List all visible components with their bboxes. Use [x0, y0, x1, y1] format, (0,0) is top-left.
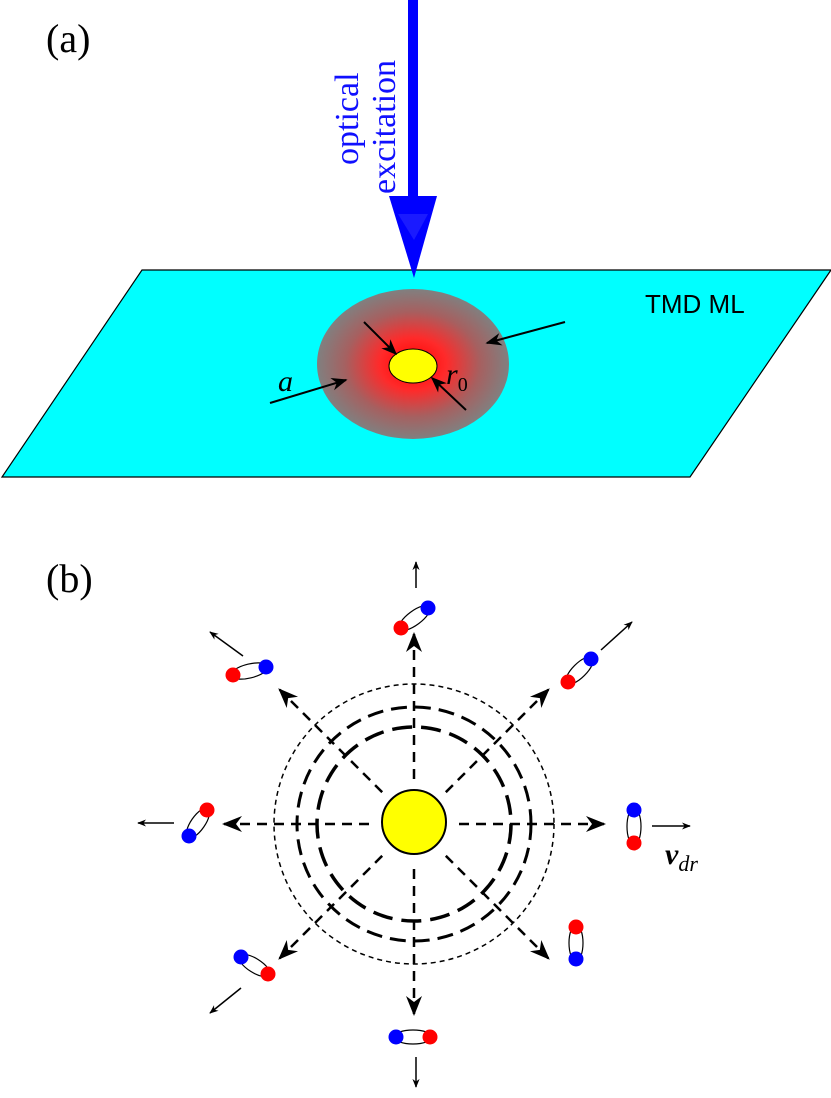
radius-a-arrow-right: [485, 321, 566, 346]
radius-a-label: a: [278, 365, 293, 398]
dashed-drift-arrow-down-left: [278, 854, 384, 960]
exciton-down-left: [209, 949, 276, 1014]
hole-dot: [225, 667, 241, 683]
hole-dot: [568, 919, 584, 935]
hole-dot: [393, 620, 409, 636]
electron-dot: [626, 802, 642, 818]
exciton-down: [388, 1029, 438, 1088]
drift-spokes: [222, 632, 606, 1016]
exciton-up: [393, 561, 436, 636]
excitons-group: [137, 561, 691, 1088]
radius-r0-label: r0: [446, 358, 468, 396]
dashed-drift-arrow-down-right: [444, 854, 550, 960]
optical-excitation-beam: [389, 0, 437, 278]
drift-velocity-label: vdr: [665, 838, 698, 876]
exciton-down-right: [568, 919, 584, 967]
hole-dot: [260, 966, 276, 982]
exciton-up-right: [560, 621, 633, 690]
exciton-right: [626, 802, 691, 851]
electron-dot: [583, 651, 599, 667]
excitation-label-line2: excitation: [366, 60, 403, 194]
exciton-velocity-arrow: [209, 987, 242, 1014]
exciton-left: [137, 802, 215, 844]
exciton-velocity-arrow: [209, 631, 244, 657]
excitation-label-line1: optical: [329, 72, 366, 165]
electron-dot: [181, 828, 197, 844]
panel-b: (b) vdr: [46, 556, 698, 1088]
central-hot-spot: [381, 789, 447, 855]
panel-a: (a) TMD ML optical excitation a r0: [0, 0, 831, 478]
electron-dot: [233, 949, 249, 965]
dashed-drift-arrow-up-left: [278, 688, 384, 794]
dashed-drift-arrow-up-right: [444, 688, 550, 794]
hole-dot: [560, 674, 576, 690]
electron-dot: [420, 600, 436, 616]
electron-dot: [568, 951, 584, 967]
radius-a-arrow-left: [269, 378, 348, 404]
exciton-velocity-arrow: [600, 621, 633, 651]
hole-dot: [199, 802, 215, 818]
panel-a-label: (a): [46, 16, 90, 61]
hole-dot: [626, 835, 642, 851]
radius-r0-arrow-bottom: [430, 376, 467, 411]
electron-dot: [258, 659, 274, 675]
radius-r0-arrow-top: [363, 321, 398, 356]
panel-b-label: (b): [46, 556, 93, 601]
excitation-core-spot: [388, 348, 438, 384]
exciton-up-left: [209, 631, 274, 683]
hole-dot: [422, 1029, 438, 1045]
layer-label: TMD ML: [645, 289, 745, 319]
electron-dot: [388, 1029, 404, 1045]
